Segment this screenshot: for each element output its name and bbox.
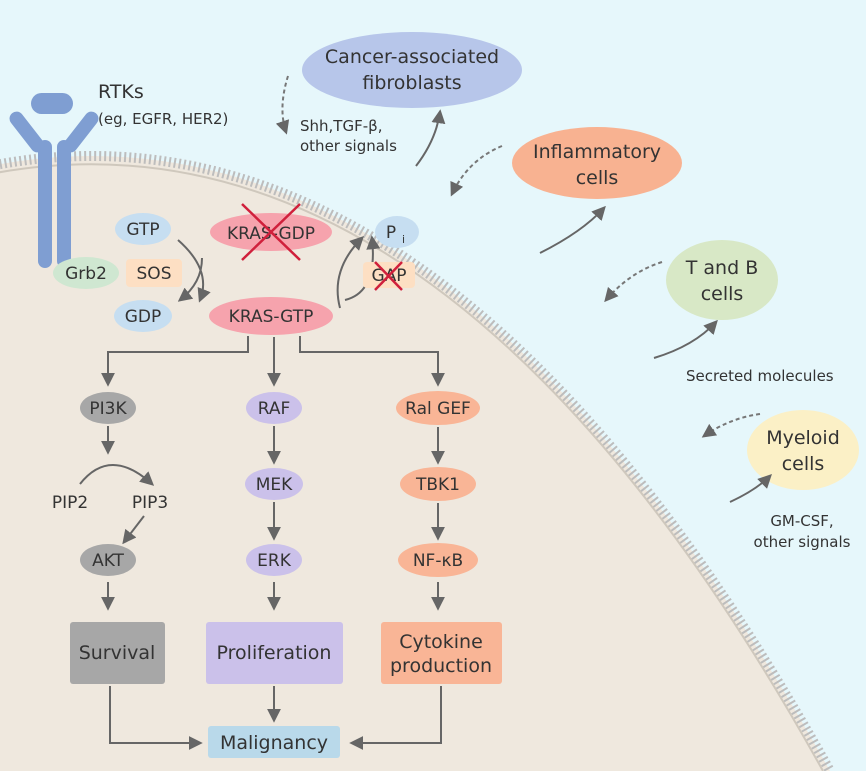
ral-gef-node	[396, 391, 480, 425]
nfkb-node	[398, 543, 478, 577]
mek-node	[245, 468, 303, 500]
akt-label: AKT	[92, 551, 124, 571]
nfkb-label: NF-κB	[413, 551, 463, 571]
gap-cross-icon	[374, 261, 403, 291]
survival-label: Survival	[79, 642, 156, 664]
tb-cells-node	[666, 240, 778, 320]
pi3k-node	[80, 392, 136, 424]
tb-dashed-arrow	[604, 261, 663, 303]
gmcsf-label-line1: GM-CSF,	[770, 512, 833, 530]
gdp-label: GDP	[125, 307, 162, 327]
erk-label: ERK	[257, 551, 292, 571]
kras-gtp-node	[209, 297, 333, 335]
sos-node	[126, 259, 182, 287]
sos-label: SOS	[137, 264, 172, 284]
tb-secretion-arrow	[653, 319, 718, 359]
rtk-label: RTKs	[98, 81, 144, 103]
pip3-arrow	[122, 515, 145, 545]
tb-label-line2: cells	[701, 283, 744, 305]
raf-label: RAF	[258, 399, 291, 419]
pip3-label: PIP3	[132, 493, 168, 513]
shh-label-line2: other signals	[300, 137, 397, 155]
gdp-node	[114, 300, 172, 332]
gmcsf-label-line2: other signals	[754, 533, 851, 551]
survival-to-malignancy-arrow	[109, 686, 203, 750]
branch-arrow-ralgef	[299, 336, 445, 387]
caf-label-line1: Cancer-associated	[325, 46, 499, 68]
cell-body	[0, 156, 830, 771]
caf-secretion-arrow	[415, 109, 446, 167]
caf-node	[302, 32, 522, 108]
secreted-molecules-label: Secreted molecules	[686, 367, 834, 385]
cytokine-box	[381, 622, 502, 684]
akt-node	[80, 544, 136, 576]
cytokine-label-line1: Cytokine	[399, 631, 483, 653]
proliferation-box	[206, 622, 343, 684]
inflammatory-secretion-arrow	[539, 205, 606, 254]
cell-membrane	[0, 151, 835, 771]
inflammatory-dashed-arrow	[450, 145, 503, 197]
pi-subscript: i	[402, 233, 405, 246]
inflammatory-label-line2: cells	[576, 167, 619, 189]
erk-node	[246, 544, 302, 576]
pip2-label: PIP2	[52, 493, 88, 513]
grb2-label: Grb2	[65, 264, 107, 284]
gdp-release-arrow	[177, 257, 203, 302]
kras-gtp-label: KRAS-GTP	[229, 307, 314, 327]
tb-label-line1: T and B	[685, 257, 758, 279]
gtp-node	[115, 213, 171, 245]
proliferation-label: Proliferation	[217, 642, 332, 664]
myeloid-dashed-arrow	[701, 413, 761, 438]
pi3k-label: PI3K	[89, 399, 127, 419]
branch-arrow-pi3k	[101, 336, 249, 387]
kras-gdp-cross-icon	[241, 203, 301, 261]
grb2-node	[53, 257, 119, 289]
rtk-receptor-icon	[9, 93, 99, 268]
cytokine-label-line2: production	[390, 655, 492, 677]
shh-label-line1: Shh,TGF-β,	[300, 117, 382, 135]
myeloid-label-line1: Myeloid	[766, 427, 840, 449]
caf-label-line2: fibroblasts	[362, 72, 461, 94]
rtk-examples: (eg, EGFR, HER2)	[98, 110, 228, 128]
pi-node	[375, 216, 419, 248]
survival-box	[70, 622, 165, 684]
ral-gef-label: Ral GEF	[405, 399, 471, 419]
malignancy-label: Malignancy	[220, 732, 328, 754]
cell-membrane-inner	[0, 163, 824, 771]
myeloid-secretion-arrow	[729, 474, 772, 503]
inflammatory-label-line1: Inflammatory	[533, 141, 661, 163]
pip-conversion-arrow	[79, 464, 155, 486]
malignancy-box	[208, 726, 340, 758]
kras-gdp-label: KRAS-GDP	[227, 224, 315, 244]
inflammatory-node	[512, 127, 682, 199]
myeloid-label-line2: cells	[782, 453, 825, 475]
gtp-label: GTP	[126, 220, 159, 240]
tbk1-label: TBK1	[415, 475, 460, 495]
caf-dashed-arrow	[275, 75, 290, 135]
raf-node	[246, 392, 302, 424]
pi-label: P	[386, 223, 396, 243]
myeloid-node	[747, 410, 859, 490]
mek-label: MEK	[256, 475, 293, 495]
tbk1-node	[400, 467, 476, 501]
cytokine-to-malignancy-arrow	[349, 686, 442, 750]
gap-hydrolysis-arrow	[336, 236, 364, 309]
